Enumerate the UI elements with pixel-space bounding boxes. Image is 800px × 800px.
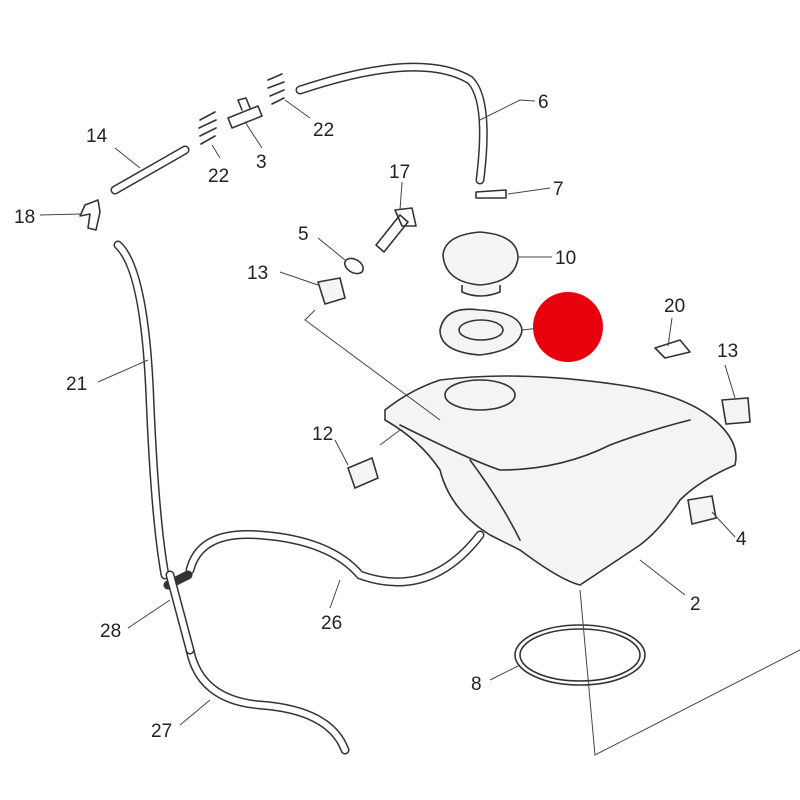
part-label: 12 (312, 424, 333, 445)
hose-26 (185, 529, 485, 587)
hose-27 (185, 645, 350, 755)
gasket-9-hole (458, 319, 504, 341)
part-label: 14 (86, 126, 108, 147)
clamp-7 (475, 189, 507, 199)
washer-5 (344, 257, 364, 275)
part-label: 7 (553, 179, 564, 200)
tank-filler-neck (444, 379, 516, 411)
grommet-13a (316, 277, 346, 305)
part-label: 6 (538, 92, 549, 113)
part-label: 18 (14, 207, 35, 228)
gasket-9 (439, 308, 523, 356)
part-label: 13 (717, 341, 738, 362)
clamp-22b (267, 73, 285, 105)
bushing-12 (346, 456, 379, 490)
leaders (39, 99, 800, 756)
elbow-18 (79, 199, 101, 231)
tee-28 (163, 570, 195, 655)
part-label: 2 (690, 594, 701, 615)
part-label: 20 (664, 296, 685, 317)
fuel-tank-2 (384, 375, 737, 586)
grommet-13b (721, 397, 751, 425)
part-label: 10 (555, 248, 576, 269)
part-label: 4 (736, 529, 747, 550)
part-label: 28 (100, 621, 121, 642)
bolt-17 (375, 207, 417, 253)
part-label: 17 (389, 162, 410, 183)
part-label: 3 (256, 152, 267, 173)
part-label: 22 (313, 120, 334, 141)
o-ring-8 (514, 624, 646, 686)
clamp-22a (198, 111, 217, 145)
part-label: 13 (247, 263, 268, 284)
part-label: 8 (471, 674, 482, 695)
cap-10 (442, 231, 519, 297)
highlight-marker (533, 292, 603, 362)
part-label: 22 (208, 166, 229, 187)
hose-14 (110, 145, 190, 195)
cap-4 (687, 495, 717, 525)
hose-21 (113, 240, 170, 580)
part-label: 27 (151, 721, 172, 742)
part-label: 5 (298, 224, 309, 245)
hose-6 (295, 62, 488, 185)
label-20 (654, 339, 691, 359)
fitting-3 (227, 97, 263, 129)
part-label: 26 (321, 613, 342, 634)
part-label: 21 (66, 374, 87, 395)
